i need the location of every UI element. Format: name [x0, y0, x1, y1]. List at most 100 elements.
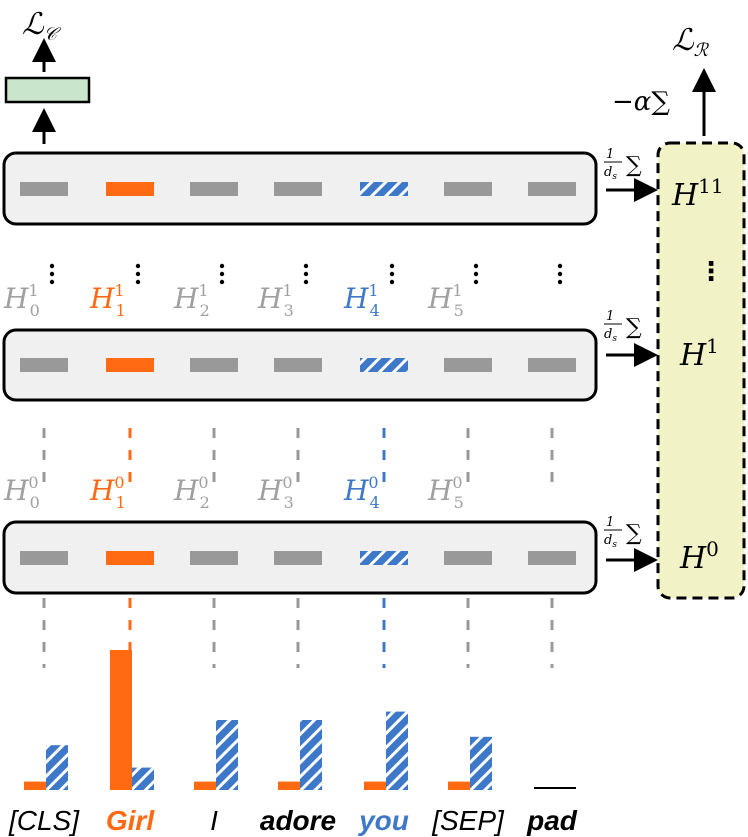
ellipsis-dot-2-2 — [219, 279, 225, 285]
token-vector-L0-3 — [274, 182, 322, 196]
ellipsis-dot-3-1 — [303, 271, 309, 277]
bar-blue-1 — [132, 767, 154, 790]
bar-orange-0 — [24, 781, 46, 790]
token-vector-L1-3 — [274, 358, 322, 372]
svg-text:1: 1 — [606, 515, 614, 530]
bar-blue-3 — [300, 720, 322, 790]
bar-blue-0 — [46, 745, 68, 790]
ellipsis-dot-1-1 — [135, 271, 141, 277]
token-vector-L2-4 — [360, 551, 408, 565]
token-vector-L1-6 — [528, 358, 576, 372]
ellipsis-dot-5-1 — [473, 271, 479, 277]
token-vector-L0-5 — [444, 182, 492, 196]
svg-text:ds: ds — [604, 533, 617, 550]
classification-loss-label: ℒ𝒞 — [22, 7, 62, 45]
token-word-6: pad — [526, 805, 578, 836]
token-vector-L2-1 — [106, 551, 154, 565]
token-vector-L0-0 — [20, 182, 68, 196]
svg-text:ds: ds — [604, 327, 617, 344]
token-vector-L0-6 — [528, 182, 576, 196]
ellipsis-dot-1-0 — [135, 263, 141, 269]
bar-orange-2 — [194, 781, 216, 790]
token-vector-L0-1 — [106, 182, 154, 196]
token-vector-L2-6 — [528, 551, 576, 565]
bar-orange-3 — [278, 781, 300, 790]
token-vector-L1-0 — [20, 358, 68, 372]
svg-text:∑: ∑ — [626, 315, 642, 340]
bar-blue-5 — [470, 736, 492, 790]
token-word-5: [SEP] — [431, 805, 505, 836]
classifier-head — [4, 76, 91, 104]
ellipsis-dot-0-0 — [49, 263, 55, 269]
token-vector-L0-2 — [190, 182, 238, 196]
stack-label-h1: H1 — [679, 334, 719, 373]
bar-orange-1 — [110, 650, 132, 790]
token-vector-L2-3 — [274, 551, 322, 565]
token-vector-L2-0 — [20, 551, 68, 565]
ellipsis-dot-1-2 — [135, 279, 141, 285]
stack-label-h11: H11 — [671, 174, 724, 213]
ellipsis-dot-4-1 — [389, 271, 395, 277]
token-vector-L2-2 — [190, 551, 238, 565]
svg-text:1: 1 — [606, 147, 614, 162]
token-word-4: you — [357, 805, 409, 836]
ellipsis-dot-0-1 — [49, 271, 55, 277]
token-vector-L1-2 — [190, 358, 238, 372]
ellipsis-dot-0-2 — [49, 279, 55, 285]
ellipsis-dot-6-0 — [557, 263, 563, 269]
hidden-state-stack — [656, 141, 746, 600]
ellipsis-dot-6-1 — [557, 271, 563, 277]
token-vector-L0-4 — [360, 182, 408, 196]
bar-blue-4 — [386, 711, 408, 790]
token-vector-L1-1 — [106, 358, 154, 372]
svg-text:∑: ∑ — [626, 521, 642, 546]
token-vector-L2-5 — [444, 551, 492, 565]
aggregation-middle: 1 ds ∑ — [604, 309, 658, 367]
token-vector-L1-5 — [444, 358, 492, 372]
token-word-0: [CLS] — [8, 805, 80, 836]
alpha-sum-label: −α∑ — [612, 87, 670, 117]
ellipsis-dot-3-2 — [303, 279, 309, 285]
aggregation-top: 1 ds ∑ — [604, 147, 658, 202]
bar-blue-2 — [216, 720, 238, 790]
svg-text:1: 1 — [606, 309, 614, 324]
token-word-1: Girl — [106, 805, 155, 836]
regularization-loss-label: ℒℛ — [672, 23, 710, 61]
ellipsis-dot-6-2 — [557, 279, 563, 285]
svg-text:ds: ds — [604, 165, 617, 182]
layer-tokens — [20, 182, 576, 565]
ellipsis-dot-4-0 — [389, 263, 395, 269]
aggregation-bottom: 1 ds ∑ — [604, 515, 658, 572]
token-word-2: I — [210, 805, 218, 836]
svg-text:∑: ∑ — [626, 153, 642, 178]
ellipsis-dot-5-0 — [473, 263, 479, 269]
token-vector-L1-4 — [360, 358, 408, 372]
attention-bars — [24, 650, 576, 790]
token-word-3: adore — [260, 805, 336, 836]
ellipsis-dot-2-0 — [219, 263, 225, 269]
ellipsis-dot-3-0 — [303, 263, 309, 269]
ellipsis-dot-5-2 — [473, 279, 479, 285]
bar-orange-4 — [364, 781, 386, 790]
stack-label-h0: H0 — [679, 537, 719, 576]
ellipsis-dot-2-1 — [219, 271, 225, 277]
token-dashes — [42, 263, 563, 668]
ellipsis-dot-4-2 — [389, 279, 395, 285]
stack-ellipsis: ⋮ — [698, 256, 724, 286]
bar-orange-5 — [448, 781, 470, 790]
